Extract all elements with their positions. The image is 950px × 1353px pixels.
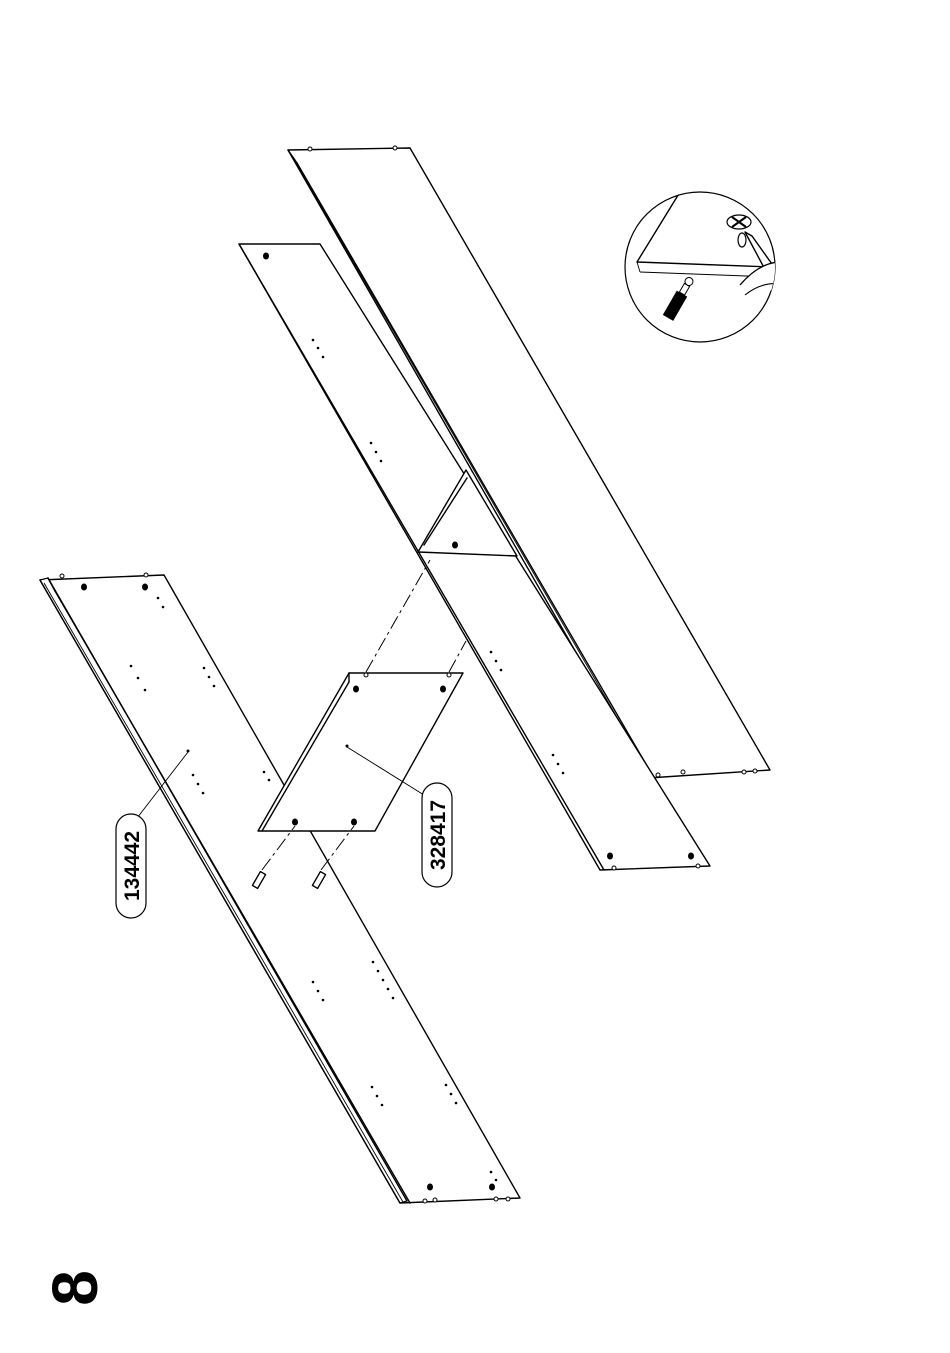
step-number: 8 — [39, 1270, 111, 1306]
screwdriver-cam-lock-detail-icon — [625, 192, 826, 360]
side-panel-134442 — [40, 573, 520, 1203]
part-label-328417: 328417 — [422, 783, 452, 887]
part-label-134442: 134442 — [116, 814, 146, 918]
svg-text:134442: 134442 — [121, 831, 144, 901]
svg-text:328417: 328417 — [427, 800, 450, 870]
svg-text:8: 8 — [39, 1270, 111, 1306]
